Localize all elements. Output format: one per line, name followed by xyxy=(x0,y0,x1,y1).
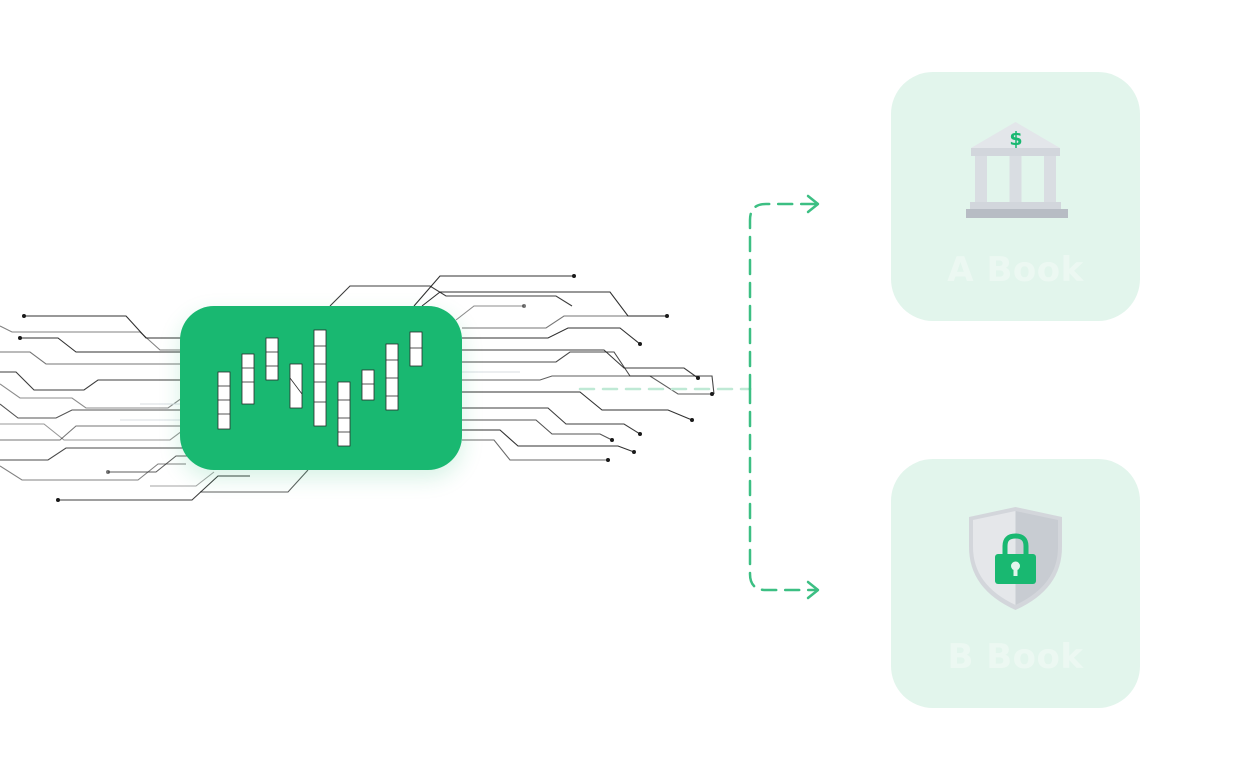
svg-text:$: $ xyxy=(1009,128,1022,150)
bank-dollar-icon: $ xyxy=(966,122,1068,218)
arrow-head-a xyxy=(806,194,820,214)
candlestick-chart-icon xyxy=(217,329,423,447)
b-book-card: B Book xyxy=(891,459,1140,708)
trading-hub xyxy=(180,306,462,470)
a-book-label: A Book xyxy=(947,250,1084,290)
route-to-a-book xyxy=(748,202,818,391)
b-book-label: B Book xyxy=(947,637,1084,677)
shield-lock-icon xyxy=(969,507,1062,610)
route-to-b-book xyxy=(748,387,818,592)
a-book-card: $ A Book xyxy=(891,72,1140,321)
arrow-head-b xyxy=(806,580,820,600)
